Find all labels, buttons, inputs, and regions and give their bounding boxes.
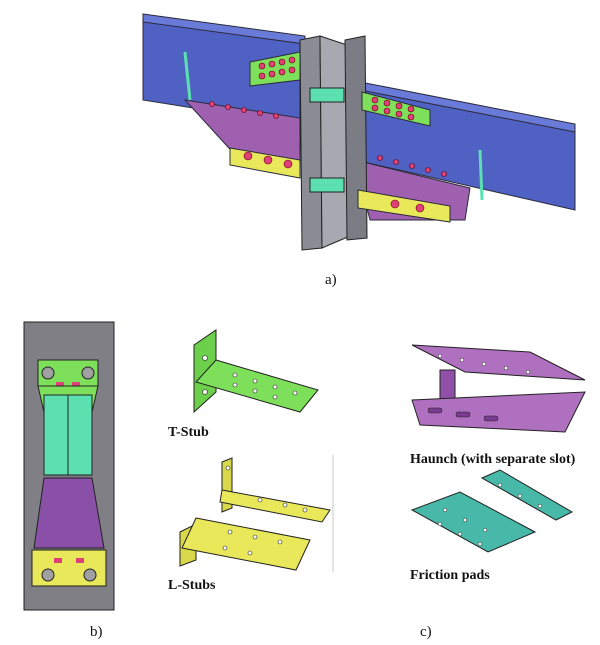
- front-bolt: [41, 366, 55, 380]
- tstub-bolts: [258, 56, 415, 121]
- label-t-stub: T-Stub: [168, 425, 209, 440]
- lstubs-component: [179, 455, 334, 572]
- tstub-component: [193, 329, 319, 414]
- right-stiffener: [478, 149, 484, 201]
- haunch-component: [411, 344, 586, 433]
- front-bolt-head: [54, 558, 62, 563]
- front-bolt: [81, 366, 95, 380]
- beam-web-bolts: [209, 101, 447, 177]
- front-bolt-head: [72, 382, 80, 387]
- front-bolt-head: [76, 558, 84, 563]
- front-view: [23, 321, 115, 611]
- front-bolt: [83, 568, 97, 582]
- front-lstub: [31, 549, 107, 587]
- caption-b: b): [90, 624, 103, 640]
- label-l-stubs: L-Stubs: [168, 578, 216, 593]
- left-stiffener: [183, 51, 192, 101]
- friction-pads-component: [410, 469, 574, 553]
- caption-c: c): [420, 624, 432, 640]
- lstub-right: [357, 189, 451, 223]
- caption-a: a): [325, 272, 337, 288]
- lstub-bolts: [243, 151, 425, 213]
- column-cyan-plate-bottom: [309, 177, 345, 193]
- column-back-flange: [344, 35, 368, 241]
- front-bolt: [41, 568, 55, 582]
- label-friction-pads: Friction pads: [410, 568, 490, 583]
- label-haunch: Haunch (with separate slot): [410, 452, 576, 467]
- column-front-flange: [299, 35, 323, 251]
- front-bolt-head: [56, 382, 64, 387]
- front-haunch: [33, 477, 105, 549]
- column-cyan-plate-top: [309, 87, 345, 103]
- connection-assembly: [142, 13, 576, 251]
